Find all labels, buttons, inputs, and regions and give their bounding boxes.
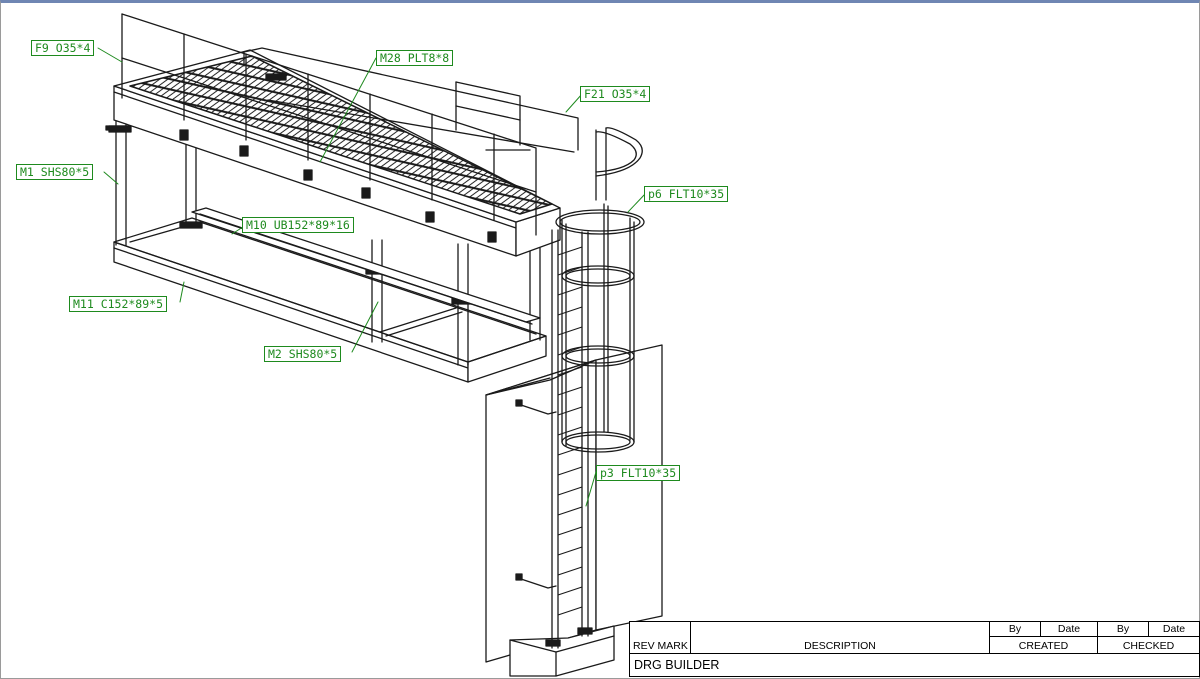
callout-f21: F21 O35*4 — [580, 86, 651, 102]
created-date-cell: Date — [1040, 621, 1098, 637]
callout-leaders — [97, 47, 647, 507]
created-by-cell: By — [989, 621, 1041, 637]
checked-cell: CHECKED — [1097, 636, 1200, 654]
checked-date-cell: Date — [1148, 621, 1200, 637]
description-cell: DESCRIPTION — [690, 621, 990, 654]
lower-channel-frame — [113, 217, 547, 383]
rear-handrail — [243, 47, 579, 153]
callout-p3: p3 FLT10*35 — [596, 465, 681, 481]
rev-mark-cell: REV MARK — [629, 621, 691, 654]
callout-f9: F9 O35*4 — [31, 40, 95, 56]
concrete-wall — [485, 344, 663, 663]
callout-m10: M10 UB152*89*16 — [242, 217, 354, 233]
grating-deck — [129, 55, 553, 215]
title-block: REV MARK DESCRIPTION By Date CREATED By … — [629, 621, 1200, 677]
ladder-base-plinth — [509, 625, 615, 677]
callout-m28: M28 PLT8*8 — [376, 50, 454, 66]
callout-m1: M1 SHS80*5 — [16, 164, 94, 180]
checked-by-cell: By — [1097, 621, 1149, 637]
callout-m2: M2 SHS80*5 — [264, 346, 342, 362]
created-cell: CREATED — [989, 636, 1098, 654]
callout-p6: p6 FLT10*35 — [644, 186, 729, 202]
drg-builder-cell: DRG BUILDER — [629, 653, 1200, 677]
callout-m11: M11 C152*89*5 — [69, 296, 168, 312]
safety-cage — [555, 127, 645, 453]
front-handrail — [121, 13, 537, 236]
deck-cleats — [105, 73, 497, 243]
